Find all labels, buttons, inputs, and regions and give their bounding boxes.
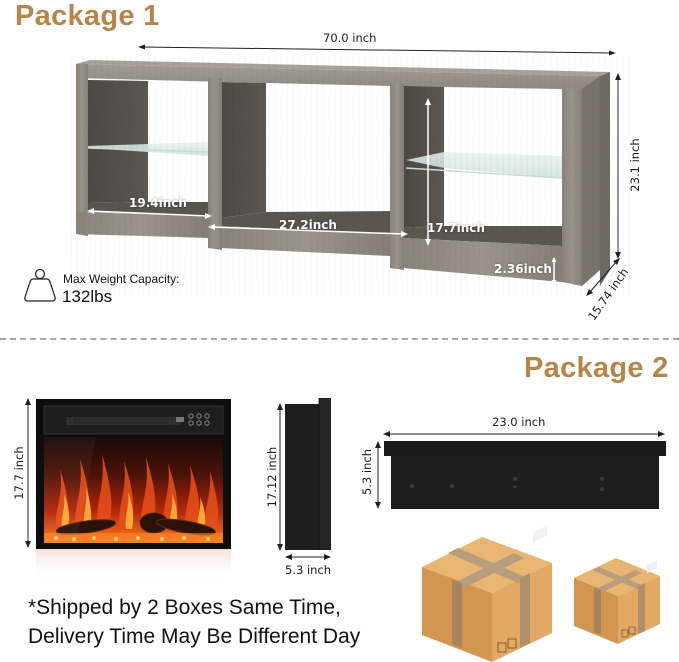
width-dimension-label: 70.0 inch <box>323 31 377 45</box>
left-compartment-width-arrow <box>87 208 212 219</box>
tv-stand-illustration <box>70 56 630 296</box>
package-1-title: Package 1 <box>15 0 160 32</box>
top-depth-label: 5.3 inch <box>360 448 374 496</box>
height-dimension-label: 23.1 inch <box>628 138 642 192</box>
width-dimension-arrow <box>138 44 616 56</box>
shipping-note-line-1: *Shipped by 2 Boxes Same Time, <box>28 596 341 619</box>
max-weight-label: Max Weight Capacity: <box>63 272 180 286</box>
compartment-height-label: 17.7inch <box>427 221 485 235</box>
middle-compartment-width-label: 27.2inch <box>279 218 337 232</box>
side-height-arrow <box>277 403 283 551</box>
top-depth-arrow <box>375 441 381 509</box>
weight-icon <box>24 268 56 302</box>
depth-dimension-arrow <box>586 258 620 296</box>
max-weight-value: 132lbs <box>62 287 113 306</box>
left-compartment-width-label: 19.4inch <box>129 196 187 210</box>
base-height-label: 2.36inch <box>494 262 552 276</box>
fireplace-front-illustration <box>36 399 231 581</box>
large-shipping-box-icon <box>422 525 552 662</box>
side-depth-label: 5.3 inch <box>285 563 332 577</box>
top-width-arrow <box>383 431 665 437</box>
shipping-note-line-2: Delivery Time May Be Different Day <box>28 625 361 648</box>
compartment-height-arrow <box>425 98 431 246</box>
small-shipping-box-icon <box>574 558 660 644</box>
side-depth-arrow <box>285 554 331 560</box>
front-height-label: 17.7 inch <box>12 446 26 500</box>
height-dimension-arrow <box>615 73 621 259</box>
top-width-label: 23.0 inch <box>492 415 546 429</box>
fireplace-side-illustration <box>285 398 331 550</box>
fireplace-top-illustration <box>384 441 666 509</box>
section-divider <box>0 338 679 340</box>
side-height-label: 17.12 inch <box>265 446 279 508</box>
base-height-arrow <box>551 257 557 285</box>
front-height-arrow <box>25 398 31 548</box>
middle-compartment-width-arrow <box>208 224 408 237</box>
package-2-title: Package 2 <box>524 352 669 384</box>
